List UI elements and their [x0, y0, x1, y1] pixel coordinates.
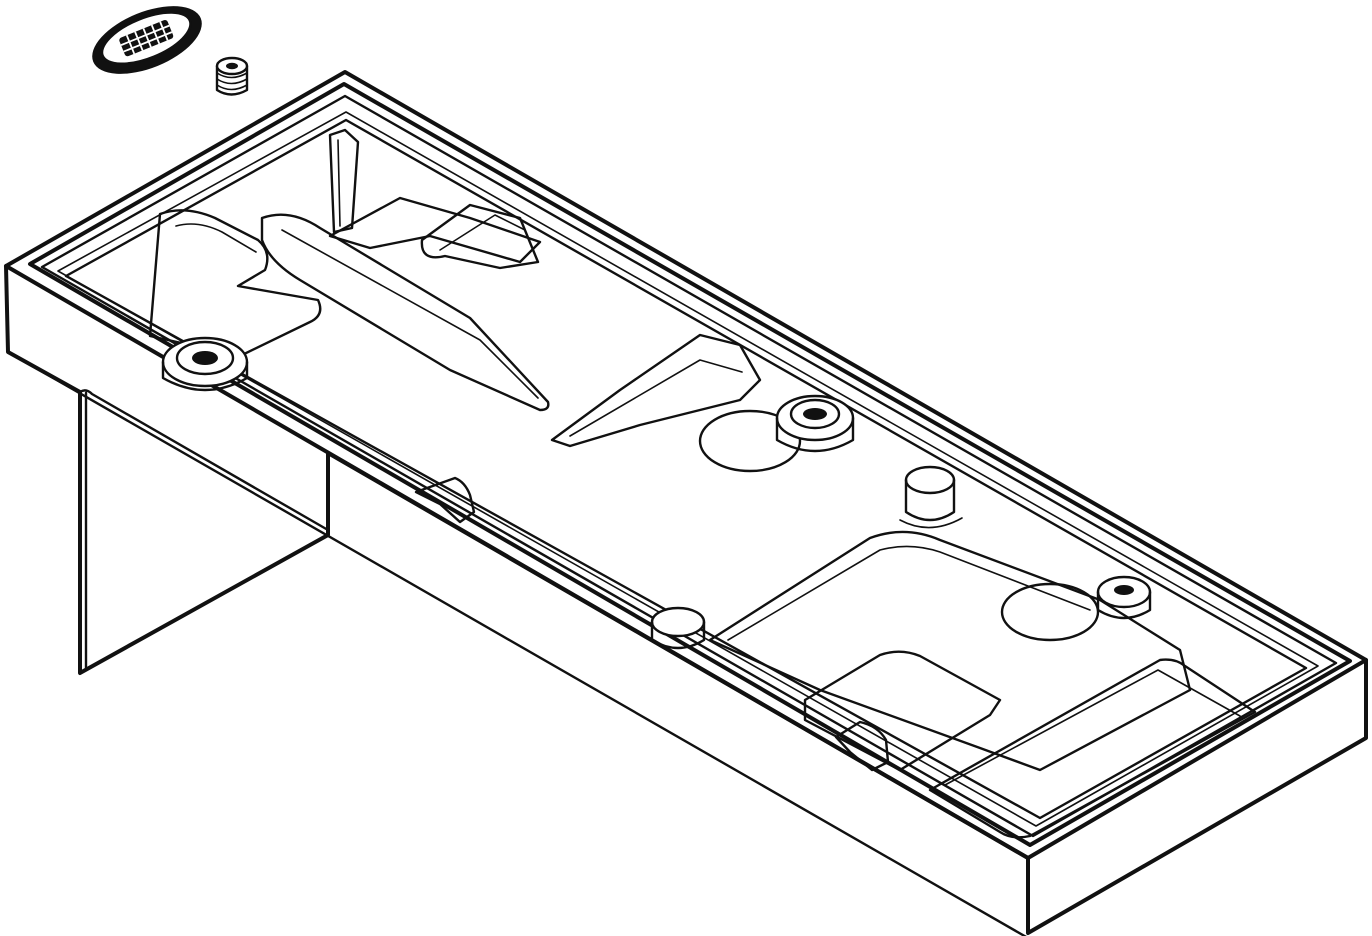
upper-gusset: [420, 203, 540, 270]
right-pocket: [708, 530, 1192, 772]
centre-boss: [775, 394, 855, 453]
crossbar: [328, 196, 542, 264]
housing-outline: [4, 70, 1368, 935]
wedge-rib: [550, 333, 762, 448]
clip-tab-left: [414, 476, 476, 524]
long-rib: [260, 213, 550, 412]
bracket-housing: [4, 70, 1368, 936]
right-opening: [1000, 582, 1100, 642]
left-boss: [161, 336, 249, 392]
clip-tab-right: [834, 720, 890, 772]
leg-inner-edge: [78, 389, 330, 670]
right-post: [899, 465, 963, 529]
rim-groove: [57, 111, 1319, 827]
set-screw: [215, 56, 249, 96]
centre-opening: [698, 409, 802, 473]
upper-post: [328, 128, 360, 234]
left-pocket: [148, 209, 322, 358]
front-boss-left: [650, 606, 706, 650]
right-boss: [1096, 575, 1152, 620]
lower-compartment: [803, 650, 1002, 772]
rim-bevel-outer: [28, 82, 1352, 847]
inner-wall: [64, 118, 1308, 820]
cap-grille: [119, 20, 174, 57]
cover-cap: [92, 6, 202, 74]
rim-bevel-inner: [40, 94, 1338, 838]
front-face-edge: [6, 350, 1030, 936]
